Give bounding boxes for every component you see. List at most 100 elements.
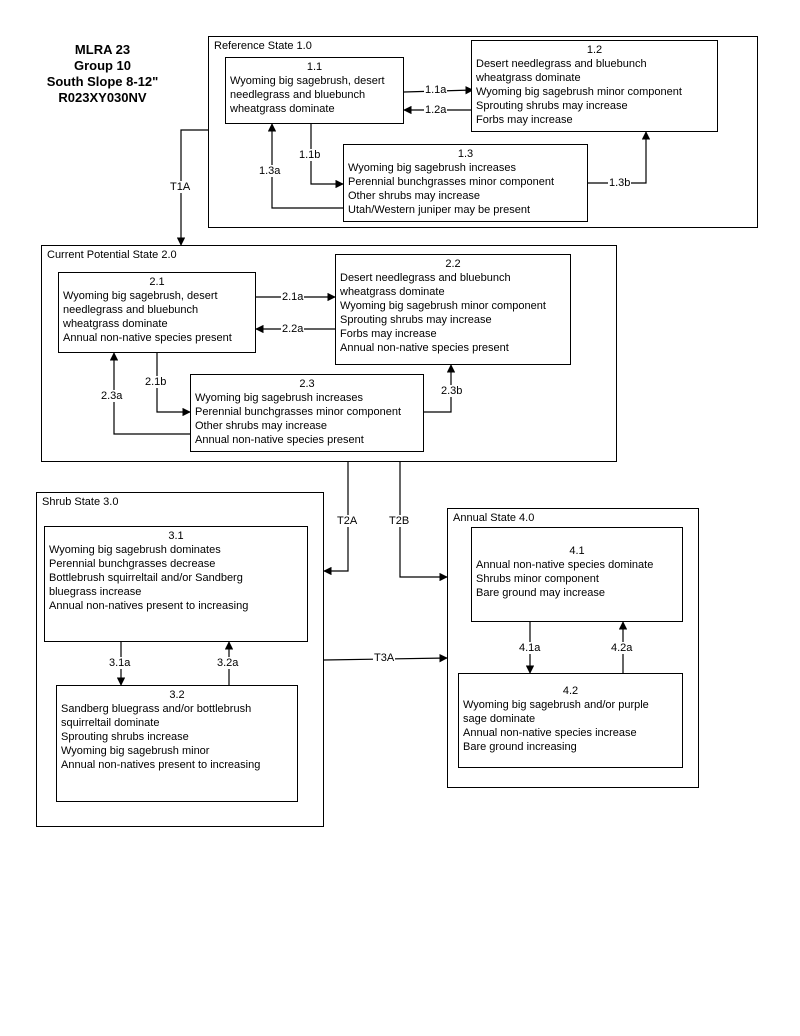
phase-text-line: bluegrass increase: [49, 586, 142, 598]
transition-label-2-3a: 2.3a: [100, 390, 124, 402]
phase-text-line: Wyoming big sagebrush minor: [61, 745, 210, 757]
phase-text-line: Perennial bunchgrasses minor component: [348, 176, 555, 188]
arrow-2-1b: [156, 353, 191, 417]
phase-number: 3.2: [169, 689, 185, 701]
phase-text-line: sage dominate: [463, 713, 536, 725]
phase-text-line: Wyoming big sagebrush and/or purple: [463, 699, 649, 711]
arrow-1-3b: [588, 131, 651, 184]
phase-text-line: Shrubs minor component: [476, 573, 599, 585]
phase-number: 4.2: [562, 685, 579, 697]
phase-number: 1.2: [586, 44, 603, 56]
phase-text-line: Annual non-native species present: [340, 342, 509, 354]
phase-box-1-2: 1.2 Desert needlegrass and bluebunch whe…: [471, 40, 718, 132]
phase-text-line: needlegrass and bluebunch: [230, 89, 366, 101]
state-box-reference: Reference State 1.0: [208, 36, 758, 228]
arrow-1-3a: [267, 123, 343, 209]
phase-box-3-2: 3.2 Sandberg bluegrass and/or bottlebrus…: [56, 685, 298, 802]
phase-text-line: Desert needlegrass and bluebunch: [340, 272, 511, 284]
phase-text-line: squirreltail dominate: [61, 717, 160, 729]
phase-text-line: wheatgrass dominate: [340, 286, 445, 298]
phase-text-line: Wyoming big sagebrush dominates: [49, 544, 221, 556]
phase-box-4-2: 4.2 Wyoming big sagebrush and/or purple …: [458, 673, 683, 768]
phase-number: 2.3: [299, 378, 315, 390]
phase-text-line: Other shrubs may increase: [348, 190, 481, 202]
phase-number: 1.1: [306, 61, 323, 73]
state-label-reference: Reference State 1.0: [214, 40, 312, 52]
transition-label-2-2a: 2.2a: [281, 323, 305, 335]
phase-text-line: Perennial bunchgrasses minor component: [195, 406, 402, 418]
title-line-site: South Slope 8-12": [46, 74, 159, 89]
phase-text-line: Annual non-native species dominate: [476, 559, 654, 571]
phase-text-line: Wyoming big sagebrush minor component: [476, 86, 682, 98]
arrow-1-1b: [310, 124, 344, 189]
phase-text-line: Annual non-native species present: [195, 434, 364, 446]
transition-label-1-3b: 1.3b: [608, 177, 632, 189]
title-line-group: Group 10: [73, 58, 132, 73]
phase-text-line: Forbs may increase: [476, 114, 573, 126]
phase-box-2-1: 2.1 Wyoming big sagebrush, desert needle…: [58, 272, 256, 353]
phase-box-1-1: 1.1 Wyoming big sagebrush, desert needle…: [225, 57, 404, 124]
phase-box-2-3: 2.3 Wyoming big sagebrush increases Pere…: [190, 374, 424, 452]
state-box-shrub: Shrub State 3.0: [36, 492, 324, 827]
transition-label-1-1b: 1.1b: [298, 149, 322, 161]
state-label-annual: Annual State 4.0: [453, 512, 535, 524]
phase-text-line: Bottlebrush squirreltail and/or Sandberg: [49, 572, 243, 584]
phase-text-line: Perennial bunchgrasses decrease: [49, 558, 216, 570]
phase-text-line: Sprouting shrubs increase: [61, 731, 189, 743]
state-box-current-potential: Current Potential State 2.0: [41, 245, 617, 462]
phase-text-line: Annual non-natives present to increasing: [49, 600, 249, 612]
transition-label-1-2a: 1.2a: [424, 104, 448, 116]
phase-text-line: Wyoming big sagebrush, desert: [63, 290, 218, 302]
title-line-id: R023XY030NV: [58, 90, 147, 105]
phase-text-line: Utah/Western juniper may be present: [348, 204, 530, 216]
phase-text-line: Wyoming big sagebrush, desert: [230, 75, 385, 87]
transition-label-T1A: T1A: [169, 181, 192, 193]
phase-box-2-2: 2.2 Desert needlegrass and bluebunch whe…: [335, 254, 571, 365]
phase-text-line: Annual non-natives present to increasing: [61, 759, 261, 771]
phase-text-line: needlegrass and bluebunch: [63, 304, 199, 316]
phase-box-4-1: 4.1 Annual non-native species dominate S…: [471, 527, 683, 622]
phase-text-line: Bare ground increasing: [463, 741, 577, 753]
phase-text-line: Desert needlegrass and bluebunch: [476, 58, 647, 70]
phase-text-line: Other shrubs may increase: [195, 420, 328, 432]
phase-number: 3.1: [168, 530, 184, 542]
phase-text-line: Annual non-native species increase: [463, 727, 637, 739]
transition-label-4-2a: 4.2a: [610, 642, 634, 654]
phase-text-line: Wyoming big sagebrush increases: [348, 162, 517, 174]
phase-number: 2.1: [149, 276, 165, 288]
state-box-annual: Annual State 4.0: [447, 508, 699, 788]
phase-number: 1.3: [457, 148, 474, 160]
arrow-T2B: [399, 462, 448, 582]
transition-label-1-3a: 1.3a: [258, 165, 282, 177]
phase-text-line: Sprouting shrubs may increase: [476, 100, 628, 112]
transition-label-3-1a: 3.1a: [108, 657, 132, 669]
phase-number: 2.2: [445, 258, 461, 270]
transition-label-3-2a: 3.2a: [216, 657, 240, 669]
state-label-shrub: Shrub State 3.0: [42, 496, 119, 508]
phase-text-line: Wyoming big sagebrush increases: [195, 392, 364, 404]
transition-label-2-3b: 2.3b: [440, 385, 464, 397]
transition-label-2-1b: 2.1b: [144, 376, 168, 388]
arrow-T1A: [176, 129, 208, 246]
phase-box-1-3: 1.3 Wyoming big sagebrush increases Pere…: [343, 144, 588, 222]
transition-label-T2A: T2A: [336, 515, 359, 527]
state-label-current-potential: Current Potential State 2.0: [47, 249, 177, 261]
arrow-2-3a: [109, 352, 190, 435]
phase-box-3-1: 3.1 Wyoming big sagebrush dominates Pere…: [44, 526, 308, 642]
transition-label-4-1a: 4.1a: [518, 642, 542, 654]
transition-label-2-1a: 2.1a: [281, 291, 305, 303]
transition-label-T3A: T3A: [373, 652, 396, 664]
phase-text-line: Sprouting shrubs may increase: [340, 314, 492, 326]
phase-text-line: wheatgrass dominate: [230, 103, 335, 115]
diagram-title: MLRA 23 Group 10 South Slope 8-12" R023X…: [20, 42, 185, 106]
phase-text-line: Sandberg bluegrass and/or bottlebrush: [61, 703, 252, 715]
arrow-T2A: [323, 462, 349, 576]
phase-text-line: Bare ground may increase: [476, 587, 606, 599]
phase-text-line: Annual non-native species present: [63, 332, 232, 344]
arrow-2-3b: [424, 364, 456, 413]
phase-number: 4.1: [569, 545, 585, 557]
transition-label-T2B: T2B: [388, 515, 411, 527]
phase-text-line: wheatgrass dominate: [63, 318, 168, 330]
transition-label-1-1a: 1.1a: [424, 84, 448, 96]
phase-text-line: Forbs may increase: [340, 328, 437, 340]
